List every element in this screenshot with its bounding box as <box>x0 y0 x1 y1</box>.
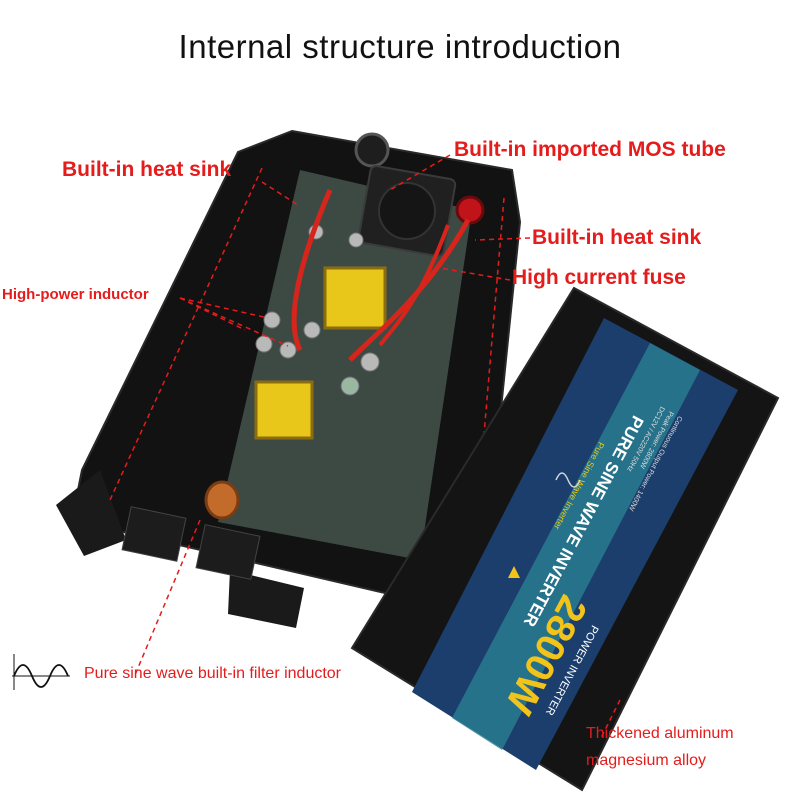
circuit-board <box>218 170 472 560</box>
label-alloy: Thickened aluminum magnesium alloy <box>586 720 734 774</box>
sine-wave-icon <box>13 664 69 688</box>
page-title: Internal structure introduction <box>178 28 622 65</box>
label-high-current-fuse: High current fuse <box>512 266 686 289</box>
open-inverter <box>56 129 522 639</box>
closed-inverter: PURE SINE WAVE INVERTER Pure Sine Wave I… <box>350 286 780 792</box>
label-alloy-line2: magnesium alloy <box>586 752 707 769</box>
red-terminal <box>455 195 485 225</box>
label-heat-sink-left: Built-in heat sink <box>62 158 232 181</box>
leader-lines <box>134 154 621 741</box>
black-terminal <box>354 132 390 168</box>
label-filter-inductor: Pure sine wave built-in filter inductor <box>84 665 342 682</box>
transformer-top <box>323 266 387 330</box>
heat-sink-dashes <box>109 167 263 501</box>
output-socket <box>121 506 187 562</box>
warning-triangle-icon <box>508 566 520 578</box>
sine-wave-icon <box>555 472 581 488</box>
label-heat-sink-right: Built-in heat sink <box>532 226 702 249</box>
bottom-flange <box>228 570 304 628</box>
label-mos-tube: Built-in imported MOS tube <box>454 138 726 161</box>
red-wire <box>291 189 333 352</box>
label-high-power-inductor: High-power inductor <box>2 286 149 303</box>
cyan-stripe <box>452 343 700 750</box>
capacitor <box>263 311 281 329</box>
label-alloy-line1: Thickened aluminum <box>586 725 734 742</box>
left-flange <box>56 470 126 556</box>
transformer-bottom <box>254 380 314 440</box>
filter-coil <box>204 480 240 520</box>
